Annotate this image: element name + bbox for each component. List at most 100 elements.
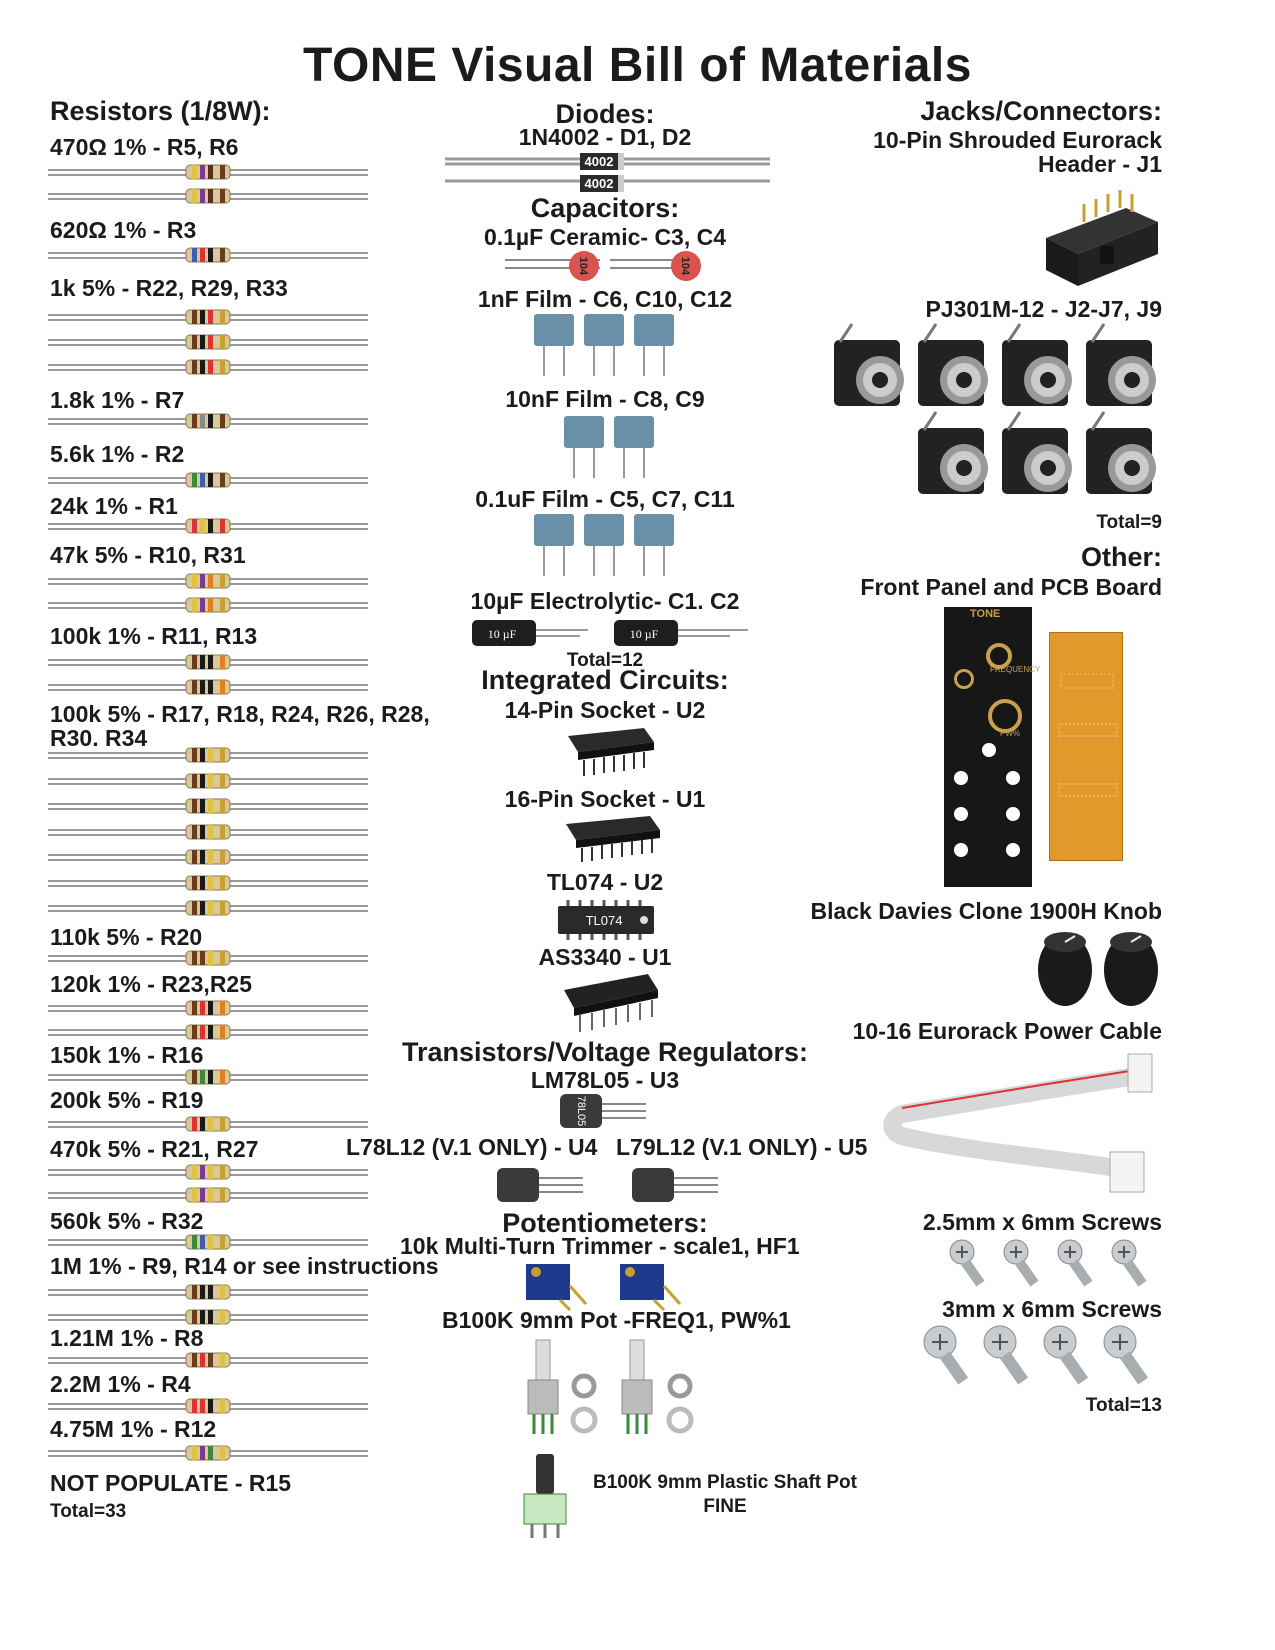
- ceramic-cap: [569, 251, 599, 281]
- b100k-label: B100K 9mm Pot -FREQ1, PW%1: [442, 1307, 791, 1333]
- panel-knob-hole: [986, 643, 1012, 669]
- resistor-label: 470k 5% - R21, R27: [50, 1136, 259, 1162]
- resistor-icon: [48, 1187, 368, 1203]
- screw2-label: 3mm x 6mm Screws: [942, 1296, 1162, 1322]
- resistor-icon: [48, 573, 368, 589]
- capacitors-heading: Capacitors:: [530, 193, 680, 223]
- film-cap: [634, 314, 674, 376]
- jacks-heading: Jacks/Connectors:: [920, 96, 1162, 126]
- resistor-icon: [48, 472, 368, 488]
- resistor-label: 4.75M 1% - R12: [50, 1416, 217, 1442]
- resistor-label: NOT POPULATE - R15: [50, 1470, 292, 1496]
- resistor-label: 1M 1% - R9, R14 or see instructions: [50, 1253, 439, 1279]
- jack-icon: [1084, 410, 1158, 496]
- resistor-icon: [48, 1309, 368, 1325]
- shrouded-header-image: [1046, 190, 1158, 286]
- svg-text:TL074: TL074: [586, 913, 623, 928]
- trimmer-label: 10k Multi-Turn Trimmer - scale1, HF1: [400, 1233, 800, 1259]
- b100k-images: [527, 1339, 694, 1434]
- jacks-total: Total=9: [1096, 512, 1162, 533]
- capacitors-total: Total=12: [566, 650, 644, 671]
- l78-label: L78L12 (V.1 ONLY) - U4: [346, 1134, 598, 1160]
- resistor-icon: [48, 679, 368, 695]
- resistor-icon: [48, 1398, 368, 1414]
- jack-icon: [834, 323, 904, 406]
- resistor-label: 560k 5% - R32: [50, 1208, 204, 1234]
- screw-icon: [1103, 1325, 1150, 1386]
- resistor-icon: [48, 1069, 368, 1085]
- resistor-label: 110k 5% - R20: [50, 924, 203, 950]
- diode-2: 4002: [445, 175, 770, 192]
- resistor-icon: [48, 1284, 368, 1300]
- resistor-label: 100k 1% - R11, R13: [50, 623, 258, 649]
- film-cap: [564, 416, 604, 478]
- resistor-label: 120k 1% - R23,R25: [50, 971, 253, 997]
- socket16-image: [566, 816, 660, 862]
- panel-jack-hole: [954, 807, 968, 821]
- svg-text:78L05: 78L05: [575, 1096, 587, 1127]
- resistor-icon: [48, 654, 368, 670]
- diode-images: 4002 4002: [445, 153, 770, 192]
- resistor-label: 1.8k 1% - R7: [50, 387, 185, 413]
- pj301-label: PJ301M-12 - J2-J7, J9: [925, 296, 1162, 322]
- film2-cap-label: 10nF Film - C8, C9: [505, 386, 705, 412]
- svg-text:10 µF: 10 µF: [630, 627, 659, 641]
- film1-caps: [534, 314, 674, 376]
- jack-icon: [1000, 410, 1074, 496]
- resistor-icon: [48, 1445, 368, 1461]
- resistor-label: 24k 1% - R1: [50, 493, 178, 519]
- socket14-image: [568, 728, 654, 776]
- ics-heading: Integrated Circuits:: [481, 665, 729, 695]
- resistor-icon: [48, 597, 368, 613]
- resistor-icon: [48, 188, 368, 204]
- resistor-icon: [48, 950, 368, 966]
- resistor-label: 5.6k 1% - R2: [50, 441, 185, 467]
- trimmer-images: [526, 1264, 682, 1312]
- screw-icon: [1111, 1239, 1148, 1288]
- panel-jack-hole: [1006, 843, 1020, 857]
- power-cable-image: [883, 1053, 1153, 1193]
- electrolytic-caps: 10 µF 10 µF: [472, 620, 748, 646]
- resistor-label: 1.21M 1% - R8: [50, 1325, 204, 1351]
- knob-icon: [1038, 932, 1092, 1006]
- as3340-image: [564, 974, 658, 1032]
- resistor-icon: [48, 1024, 368, 1040]
- diode-1: 4002: [445, 153, 770, 170]
- panel-jack-hole: [1006, 771, 1020, 785]
- resistor-icon: [48, 1116, 368, 1132]
- panel-jack-hole: [1006, 807, 1020, 821]
- resistor-icon: [48, 824, 368, 839]
- resistor-icon: [48, 413, 368, 429]
- resistor-label: 200k 5% - R19: [50, 1087, 204, 1113]
- electrolytic-cap: 10 µF: [472, 620, 588, 646]
- resistor-label: 100k 5% - R17, R18, R24, R26, R28,: [50, 701, 430, 727]
- knob-icon: [1104, 932, 1158, 1006]
- l79-label: L79L12 (V.1 ONLY) - U5: [616, 1134, 868, 1160]
- electrolytic-cap: 10 µF: [614, 620, 748, 646]
- electrolytic-cap-label: 10µF Electrolytic- C1. C2: [470, 588, 740, 614]
- jack-icon: [1084, 322, 1158, 408]
- resistor-icon: [48, 518, 368, 534]
- film-cap: [614, 416, 654, 478]
- other-heading: Other:: [1081, 542, 1162, 572]
- resistor-icon: [48, 900, 368, 916]
- panel-jack-hole: [982, 743, 996, 757]
- pots-heading: Potentiometers:: [502, 1208, 708, 1238]
- panel-label: Front Panel and PCB Board: [860, 574, 1162, 600]
- ceramic-caps: 104 104: [505, 251, 701, 281]
- resistor-icon: [48, 164, 368, 180]
- screw-icon: [1003, 1239, 1040, 1288]
- cable-label: 10-16 Eurorack Power Cable: [852, 1018, 1162, 1044]
- film-cap: [584, 314, 624, 376]
- screw-icon: [1057, 1239, 1094, 1288]
- resistor-label: 1k 5% - R22, R29, R33: [50, 275, 288, 301]
- diode-label: 1N4002 - D1, D2: [518, 124, 692, 150]
- panel-jack-hole: [954, 843, 968, 857]
- jack-icon: [916, 410, 990, 496]
- jack-icon: [916, 322, 990, 408]
- resistors-total: Total=33: [50, 1501, 127, 1522]
- resistor-icon: [48, 747, 368, 763]
- tl074-image: TL074: [558, 900, 654, 940]
- page-title: TONE Visual Bill of Materials: [303, 39, 972, 92]
- resistor-icon: [48, 1000, 368, 1016]
